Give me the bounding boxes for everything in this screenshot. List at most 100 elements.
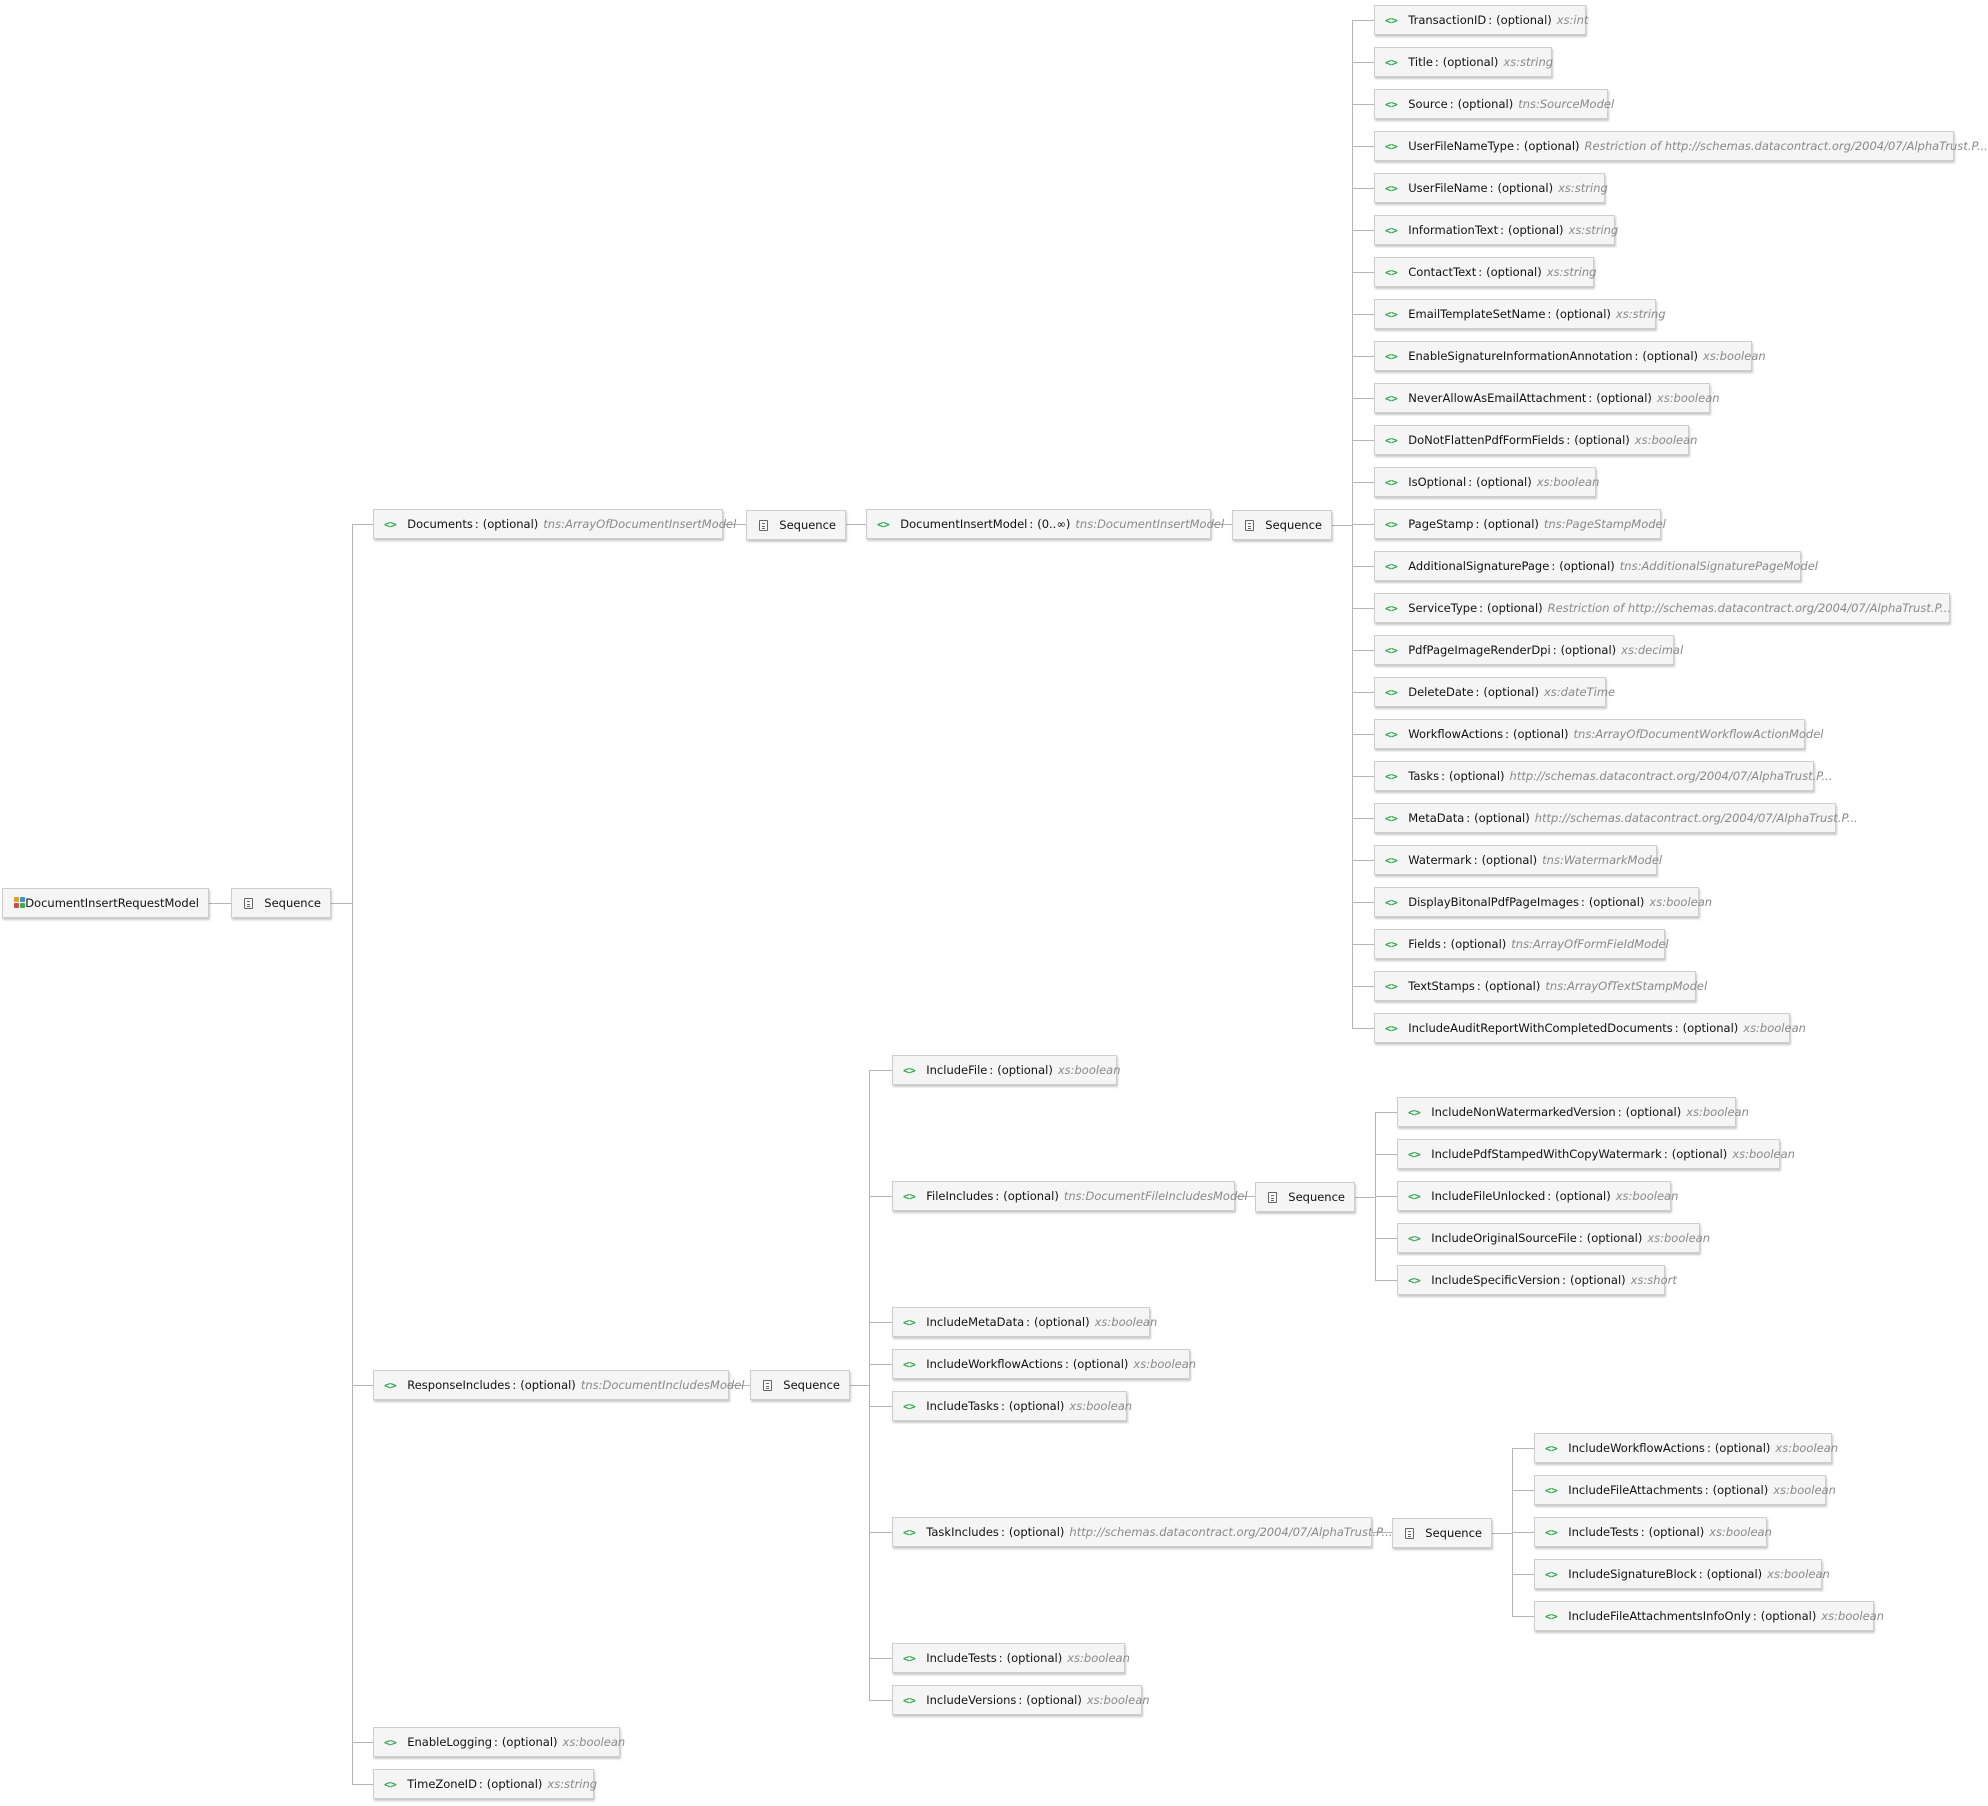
element-occurrence: (optional) <box>1560 643 1617 657</box>
element-icon: <> <box>1385 223 1398 237</box>
name-separator: : <box>1000 1399 1005 1413</box>
element-type: xs:boolean <box>1775 1441 1839 1455</box>
task-include-field-2[interactable]: <>IncludeTests:(optional)xs:boolean <box>1534 1517 1772 1547</box>
element-name: ServiceType <box>1408 601 1478 615</box>
element-type: tns:ArrayOfFormFieldModel <box>1511 937 1669 951</box>
document-field-4[interactable]: <>UserFileName:(optional)xs:string <box>1374 173 1608 203</box>
include-versions-element[interactable]: <>IncludeVersions:(optional)xs:boolean <box>892 1685 1150 1715</box>
sequence-root[interactable]: Sequence <box>231 888 331 918</box>
file-include-field-1[interactable]: <>IncludePdfStampedWithCopyWatermark:(op… <box>1397 1139 1795 1169</box>
element-type: tns:DocumentIncludesModel <box>580 1378 745 1392</box>
element-occurrence: (optional) <box>1442 55 1499 69</box>
include-tasks-element[interactable]: <>IncludeTasks:(optional)xs:boolean <box>892 1391 1132 1421</box>
element-type: xs:boolean <box>1703 349 1766 363</box>
element-occurrence: (optional) <box>1507 223 1564 237</box>
element-occurrence: (optional) <box>1714 1441 1771 1455</box>
response-includes-element[interactable]: <>ResponseIncludes:(optional)tns:Documen… <box>373 1370 744 1400</box>
name-separator: : <box>1566 433 1571 447</box>
sequence-task-includes[interactable]: Sequence <box>1392 1518 1492 1548</box>
name-separator: : <box>1516 139 1520 153</box>
element-type: http://schemas.datacontract.org/2004/07/… <box>1069 1525 1393 1539</box>
document-insert-model-element[interactable]: <>DocumentInsertModel:(0..∞)tns:Document… <box>866 509 1224 539</box>
element-type: xs:dateTime <box>1544 685 1616 699</box>
element-name: EnableSignatureInformationAnnotation <box>1408 349 1633 363</box>
task-include-field-1[interactable]: <>IncludeFileAttachments:(optional)xs:bo… <box>1534 1475 1836 1505</box>
document-field-14[interactable]: <>ServiceType:(optional)Restriction of h… <box>1374 593 1951 623</box>
element-name: TextStamps <box>1408 979 1475 993</box>
element-type: xs:boolean <box>1732 1147 1795 1161</box>
element-occurrence: (optional) <box>482 517 539 531</box>
document-field-22[interactable]: <>Fields:(optional)tns:ArrayOfFormFieldM… <box>1374 929 1669 959</box>
element-occurrence: (optional) <box>1483 685 1539 699</box>
task-includes-element[interactable]: <>TaskIncludes:(optional)http://schemas.… <box>892 1517 1392 1547</box>
document-field-0[interactable]: <>TransactionID:(optional)xs:int <box>1374 5 1588 35</box>
task-include-field-0[interactable]: <>IncludeWorkflowActions:(optional)xs:bo… <box>1534 1433 1838 1463</box>
name-separator: : <box>1489 181 1494 195</box>
document-field-6[interactable]: <>ContactText:(optional)xs:string <box>1374 257 1596 287</box>
file-include-field-0[interactable]: <>IncludeNonWatermarkedVersion:(optional… <box>1397 1097 1749 1127</box>
root-element[interactable]: DocumentInsertRequestModel <box>2 888 209 918</box>
document-field-12[interactable]: <>PageStamp:(optional)tns:PageStampModel <box>1374 509 1666 539</box>
file-includes-element[interactable]: <>FileIncludes:(optional)tns:DocumentFil… <box>892 1181 1248 1211</box>
element-occurrence: (optional) <box>1642 349 1699 363</box>
element-icon: <> <box>384 1735 397 1749</box>
element-name: IncludeWorkflowActions <box>926 1357 1063 1371</box>
element-occurrence: (optional) <box>1448 769 1505 783</box>
document-field-20[interactable]: <>Watermark:(optional)tns:WatermarkModel <box>1374 845 1662 875</box>
document-field-24[interactable]: <>IncludeAuditReportWithCompletedDocumen… <box>1374 1013 1806 1043</box>
element-name: ResponseIncludes <box>407 1378 511 1392</box>
document-field-13[interactable]: <>AdditionalSignaturePage:(optional)tns:… <box>1374 551 1818 581</box>
name-separator: : <box>995 1189 1000 1203</box>
name-separator: : <box>1475 517 1480 531</box>
name-separator: : <box>1000 1525 1005 1539</box>
element-type: xs:boolean <box>1094 1315 1158 1329</box>
element-icon: <> <box>1545 1483 1558 1497</box>
document-field-3[interactable]: <>UserFileNameType:(optional)Restriction… <box>1374 131 1988 161</box>
element-name: IncludeVersions <box>926 1693 1017 1707</box>
enable-logging-element[interactable]: <>EnableLogging:(optional)xs:boolean <box>373 1727 625 1757</box>
element-name: TimeZoneID <box>407 1777 477 1791</box>
file-include-field-3[interactable]: <>IncludeOriginalSourceFile:(optional)xs… <box>1397 1223 1710 1253</box>
document-field-8[interactable]: <>EnableSignatureInformationAnnotation:(… <box>1374 341 1766 371</box>
element-icon: <> <box>1545 1441 1558 1455</box>
file-include-field-2[interactable]: <>IncludeFileUnlocked:(optional)xs:boole… <box>1397 1181 1678 1211</box>
document-field-21[interactable]: <>DisplayBitonalPdfPageImages:(optional)… <box>1374 887 1712 917</box>
element-icon: <> <box>1408 1147 1421 1161</box>
task-include-field-4[interactable]: <>IncludeFileAttachmentsInfoOnly:(option… <box>1534 1601 1884 1631</box>
document-field-15[interactable]: <>PdfPageImageRenderDpi:(optional)xs:dec… <box>1374 635 1683 665</box>
document-field-19[interactable]: <>MetaData:(optional)http://schemas.data… <box>1374 803 1858 833</box>
element-icon: <> <box>1385 937 1398 951</box>
element-icon: <> <box>1385 55 1398 69</box>
document-field-18[interactable]: <>Tasks:(optional)http://schemas.datacon… <box>1374 761 1833 791</box>
sequence-document-insert-model[interactable]: Sequence <box>1232 510 1332 540</box>
sequence-response-includes[interactable]: Sequence <box>750 1370 850 1400</box>
document-field-11[interactable]: <>IsOptional:(optional)xs:boolean <box>1374 467 1599 497</box>
element-occurrence: (optional) <box>1476 475 1532 489</box>
name-separator: : <box>1029 517 1034 531</box>
document-field-10[interactable]: <>DoNotFlattenPdfFormFields:(optional)xs… <box>1374 425 1697 455</box>
include-tests-element[interactable]: <>IncludeTests:(optional)xs:boolean <box>892 1643 1130 1673</box>
document-field-17[interactable]: <>WorkflowActions:(optional)tns:ArrayOfD… <box>1374 719 1823 749</box>
file-include-field-4[interactable]: <>IncludeSpecificVersion:(optional)xs:sh… <box>1397 1265 1677 1295</box>
document-field-7[interactable]: <>EmailTemplateSetName:(optional)xs:stri… <box>1374 299 1666 329</box>
element-type: tns:ArrayOfDocumentWorkflowActionModel <box>1573 727 1824 741</box>
sequence-file-includes[interactable]: Sequence <box>1255 1182 1355 1212</box>
document-field-1[interactable]: <>Title:(optional)xs:string <box>1374 47 1553 77</box>
element-name: ContactText <box>1408 265 1477 279</box>
include-meta-data-element[interactable]: <>IncludeMetaData:(optional)xs:boolean <box>892 1307 1157 1337</box>
include-file-element[interactable]: <>IncludeFile:(optional)xs:boolean <box>892 1055 1120 1085</box>
name-separator: : <box>1674 1021 1679 1035</box>
task-include-field-3[interactable]: <>IncludeSignatureBlock:(optional)xs:boo… <box>1534 1559 1830 1589</box>
sequence-documents[interactable]: Sequence <box>746 510 846 540</box>
document-field-16[interactable]: <>DeleteDate:(optional)xs:dateTime <box>1374 677 1615 707</box>
element-type: xs:boolean <box>1709 1525 1772 1539</box>
element-icon: <> <box>903 1189 916 1203</box>
document-field-23[interactable]: <>TextStamps:(optional)tns:ArrayOfTextSt… <box>1374 971 1707 1001</box>
document-field-5[interactable]: <>InformationText:(optional)xs:string <box>1374 215 1618 245</box>
name-separator: : <box>1505 727 1509 741</box>
document-field-2[interactable]: <>Source:(optional)tns:SourceModel <box>1374 89 1614 119</box>
documents-element[interactable]: <>Documents:(optional)tns:ArrayOfDocumen… <box>373 509 736 539</box>
time-zone-id-element[interactable]: <>TimeZoneID:(optional)xs:string <box>373 1769 597 1799</box>
document-field-9[interactable]: <>NeverAllowAsEmailAttachment:(optional)… <box>1374 383 1720 413</box>
include-workflow-actions-element[interactable]: <>IncludeWorkflowActions:(optional)xs:bo… <box>892 1349 1196 1379</box>
